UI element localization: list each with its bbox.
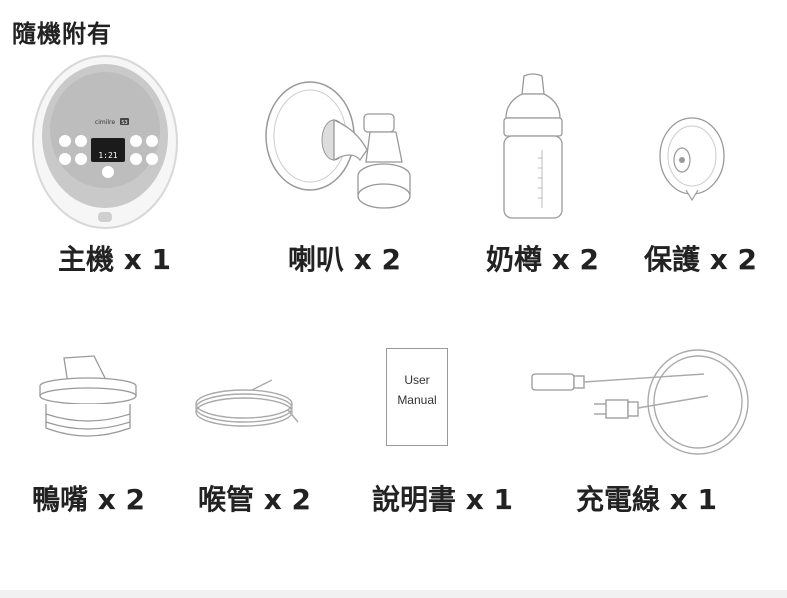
manual-title-line2: Manual <box>397 393 437 407</box>
label-protector: 保護 x 2 <box>644 243 758 276</box>
label-tubing: 喉管 x 2 <box>198 483 312 516</box>
label-duckbill-valve: 鴨嘴 x 2 <box>32 483 146 516</box>
label-main-unit: 主機 x 1 <box>58 243 172 276</box>
manual-title-line1: User <box>404 373 430 387</box>
model-badge: S3 <box>121 120 127 126</box>
footer-bar <box>0 590 787 598</box>
label-bottle: 奶樽 x 2 <box>486 243 600 276</box>
label-charging-cable: 充電線 x 1 <box>576 483 718 516</box>
label-user-manual: 說明書 x 1 <box>372 483 514 516</box>
brand-text: cimilre <box>95 119 115 126</box>
label-breast-shield: 喇叭 x 2 <box>288 243 402 276</box>
bottle-image <box>498 72 568 222</box>
display-readout: 1:21 <box>98 151 117 160</box>
charging-cable-image <box>528 344 752 460</box>
user-manual-image: User Manual <box>386 348 448 446</box>
breast-shield-image <box>262 80 422 220</box>
section-title: 隨機附有 <box>12 20 112 48</box>
pump-main-unit-image: cimilre S3 1:21 <box>30 52 180 234</box>
protector-image <box>656 112 726 202</box>
tubing-image <box>192 374 304 432</box>
duckbill-valve-image <box>36 354 140 444</box>
